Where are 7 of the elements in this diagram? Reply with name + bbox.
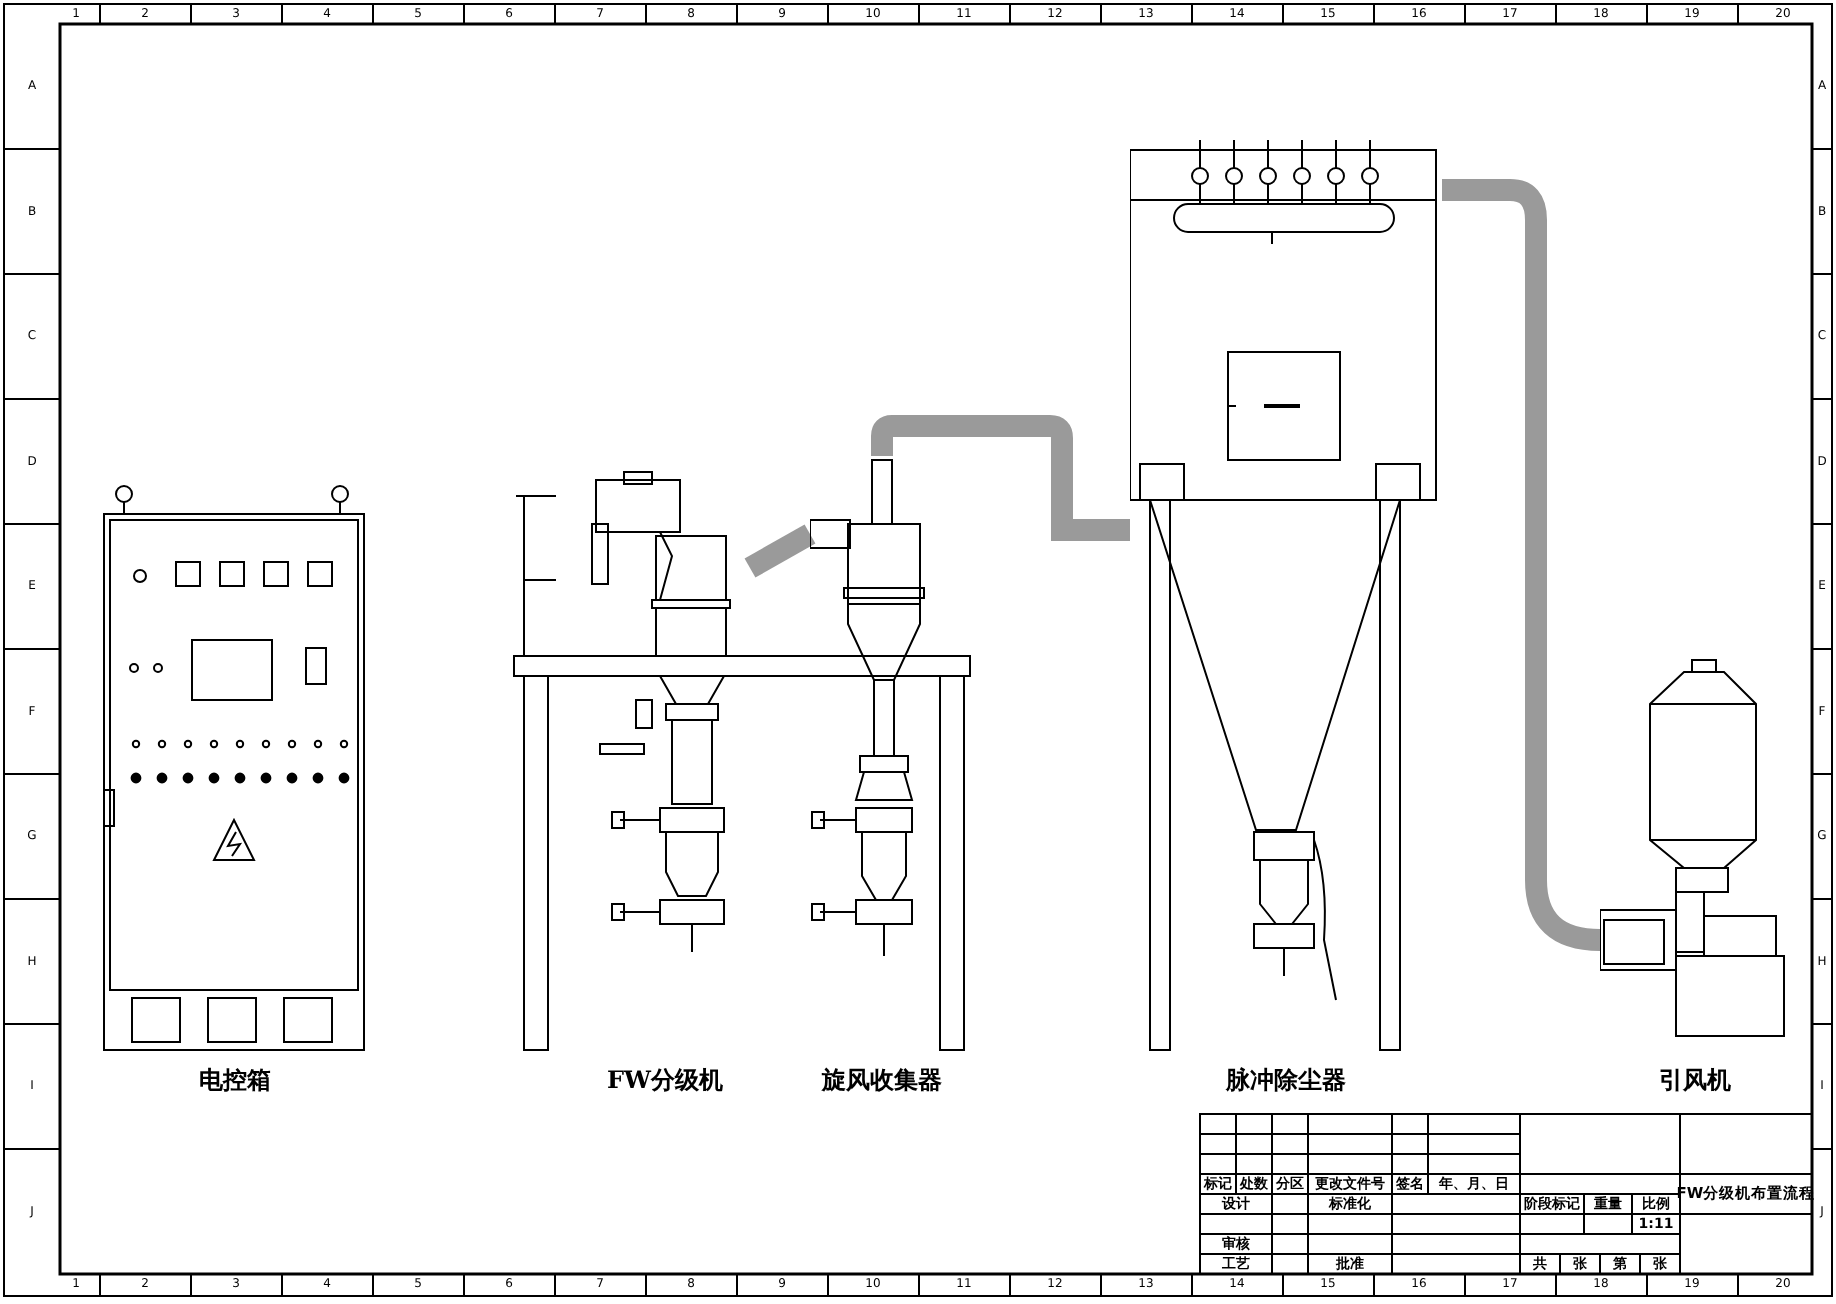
equipment-label: 电控箱 [199,1064,271,1098]
pipe [871,415,1130,541]
equipment-label: 脉冲除尘器 [1226,1064,1346,1098]
equipment-label: 旋风收集器 [822,1064,942,1098]
pipe [744,524,816,578]
equipment-label: 引风机 [1659,1064,1731,1098]
equipment-label: FW分级机 [607,1064,723,1098]
